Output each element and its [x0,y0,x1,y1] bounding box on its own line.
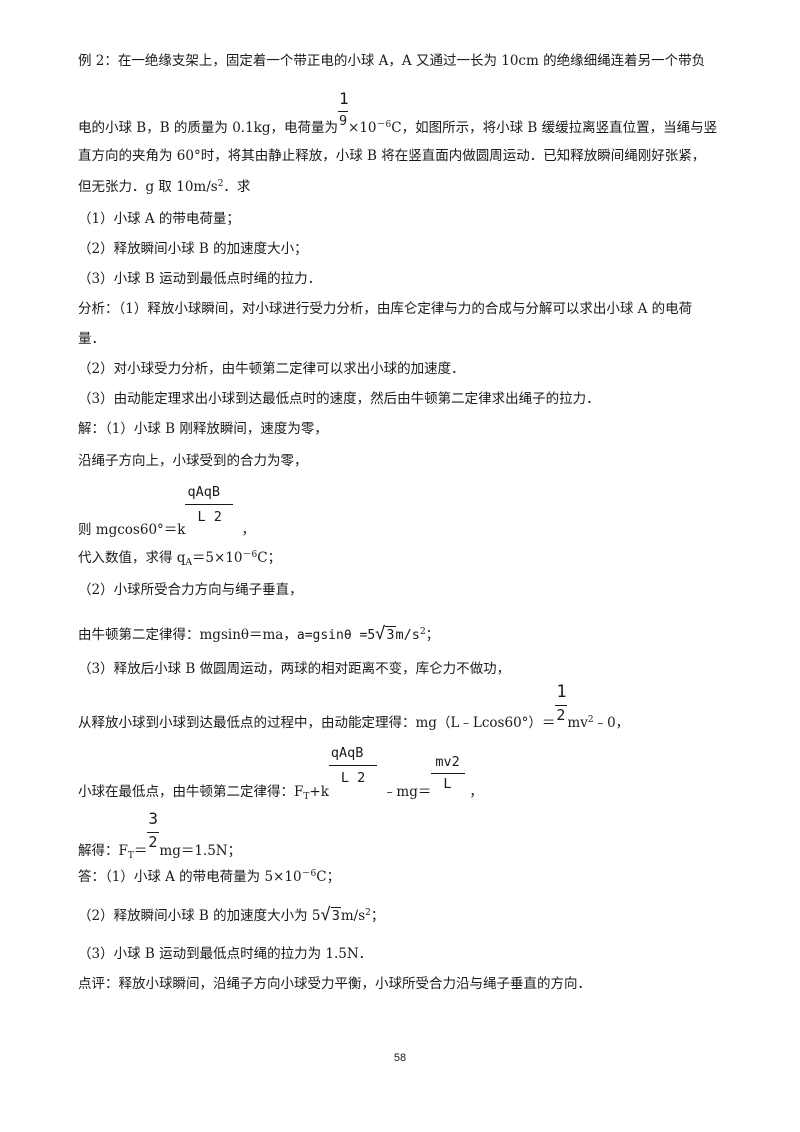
coulomb-equation-text: 则 mgcos60°＝k [78,522,186,538]
fraction-bar [328,765,377,766]
unit-text: m/s [340,908,366,924]
analysis-line-2: 量． [78,331,105,347]
problem-line-4-text: 但无张力．g 取 10m/s [78,179,218,195]
answer-1-unit: C； [316,869,341,885]
fraction-numerator: qAqB [187,484,220,500]
exponent: 2 [217,179,224,189]
tension-value: mg＝1.5N； [159,843,242,859]
charge-numerator: 1 [339,89,349,108]
fraction-denominator: 2 [148,833,158,851]
subscript: T [303,792,310,802]
equation-end: ﹣0， [593,715,630,731]
fraction-denominator: L [443,776,452,792]
problem-line-4: 但无张力．g 取 10m/s2．求 [78,178,250,196]
radicand: 3 [385,626,396,643]
subscript: A [185,558,192,568]
fraction-denominator: L 2 [340,770,366,786]
sqrt-expression: √3 [320,905,341,925]
newton-law-text: 由牛顿第二定律得：mgsinθ＝ma， [78,627,297,643]
fraction-bar [555,705,568,706]
coulomb-fraction: qAqB L 2 [328,745,377,796]
punctuation: ， [469,784,483,800]
energy-theorem-text: 从释放小球到小球到达最低点的过程中，由动能定理得：mg（L﹣Lcos60°）＝ [78,715,556,731]
punctuation: ， [241,522,255,538]
unit-text: m/s [395,627,420,643]
problem-line-3: 直方向的夹角为 60°时，将其由静止释放，小球 B 将在竖直面内做圆周运动．已知… [78,148,706,164]
analysis-line-3: （2）对小球受力分析，由牛顿第二定律可以求出小球的加速度． [78,361,465,377]
answer-2-text: （2）释放瞬间小球 B 的加速度大小为 5 [78,908,321,924]
tension-result-text: 解得：F [78,843,128,859]
problem-line-4-end: ．求 [223,179,251,195]
answer-1-text: 答：（1）小球 A 的带电荷量为 5×10 [78,869,302,885]
sqrt-icon: √ [375,624,386,644]
question-1: （1）小球 A 的带电荷量； [78,211,240,227]
solution-line-4-unit: C； [257,550,282,566]
analysis-line-1: 分析：（1）释放小球瞬间，对小球进行受力分析，由库仑定律与力的合成与分解可以求出… [78,301,693,317]
question-2: （2）释放瞬间小球 B 的加速度大小； [78,241,308,257]
exponent: －6 [301,869,317,879]
solution-line-3: 则 mgcos60°＝k qAqB L 2 ， [78,484,255,539]
answer-line-1: 答：（1）小球 A 的带电荷量为 5×10－6C； [78,868,340,886]
comment-line: 点评：释放小球瞬间，沿绳子方向小球受力平衡，小球所受合力沿与绳子垂直的方向． [78,976,591,992]
answer-line-2: （2）释放瞬间小球 B 的加速度大小为 5√3m/s2； [78,906,384,925]
fraction-numerator: mv2 [435,754,460,770]
problem-line-2-text-b: C，如图所示，将小球 B 缓缓拉离竖直位置，当绳与竖 [391,120,718,136]
problem-line-2-text-a: 电的小球 B，B 的质量为 0.1kg，电荷量为 [78,120,339,136]
solution-line-4-value: ＝5×10 [191,550,243,566]
analysis-line-4: （3）由动能定理求出小球到达最低点时的速度，然后由牛顿第二定律求出绳子的拉力． [78,391,600,407]
exponent: 2 [587,715,594,725]
fraction-bar [185,504,234,505]
acceleration-formula: a=gsinθ =5 [296,628,376,643]
solution-line-2: 沿绳子方向上，小球受到的合力为零， [78,453,308,469]
coulomb-fraction: qAqB L 2 [185,484,234,534]
coulomb-prefix: +k [309,784,329,800]
subscript: T [127,851,134,861]
kinetic-term: mv [567,715,588,731]
fraction-bar [338,111,349,112]
lowest-point-text: 小球在最低点，由牛顿第二定律得：F [78,784,304,800]
solution-line-7: （3）释放后小球 B 做圆周运动，两球的相对距离不变，库仑力不做功， [78,661,511,677]
sqrt-icon: √ [320,905,331,925]
exponent: －6 [242,550,258,560]
solution-line-6: 由牛顿第二定律得：mgsinθ＝ma，a=gsinθ =5√3m/s2； [78,625,439,645]
exponent: 2 [419,627,426,637]
solution-line-5: （2）小球所受合力方向与绳子垂直， [78,582,303,598]
sqrt-expression: √3 [375,624,396,644]
charge-denominator: 9 [339,113,348,129]
problem-line-1: 例 2：在一绝缘支架上，固定着一个带正电的小球 A，A 又通过一长为 10cm … [78,53,706,69]
fraction-numerator: qAqB [330,745,364,761]
solution-line-1: 解：（1）小球 B 刚释放瞬间，速度为零， [78,421,328,437]
charge-exponent: －6 [376,120,392,130]
page-number: 58 [393,1052,407,1064]
punctuation: ； [425,627,440,643]
answer-line-3: （3）小球 B 运动到最低点时绳的拉力为 1.5N． [78,946,373,962]
solution-line-4-text: 代入数值，求得 q [78,550,186,566]
fraction-denominator: L 2 [197,509,222,525]
radicand: 3 [330,907,341,924]
fraction-bar [431,773,466,774]
charge-tail: ×10 [348,120,377,136]
question-3: （3）小球 B 运动到最低点时绳的拉力． [78,271,322,287]
fraction-numerator: 3 [148,809,159,828]
fraction-bar [147,832,160,833]
solution-line-8: 从释放小球到小球到达最低点的过程中，由动能定理得：mg（L﹣Lcos60°）＝1… [78,683,630,732]
equals: ＝ [133,843,148,859]
punctuation: ； [370,908,385,924]
exponent: 2 [365,908,371,918]
gravity-term: ﹣mg＝ [382,784,432,800]
fraction-denominator: 2 [556,706,566,724]
fraction-numerator: 1 [556,682,567,702]
solution-line-4: 代入数值，求得 qA＝5×10－6C； [78,549,282,568]
